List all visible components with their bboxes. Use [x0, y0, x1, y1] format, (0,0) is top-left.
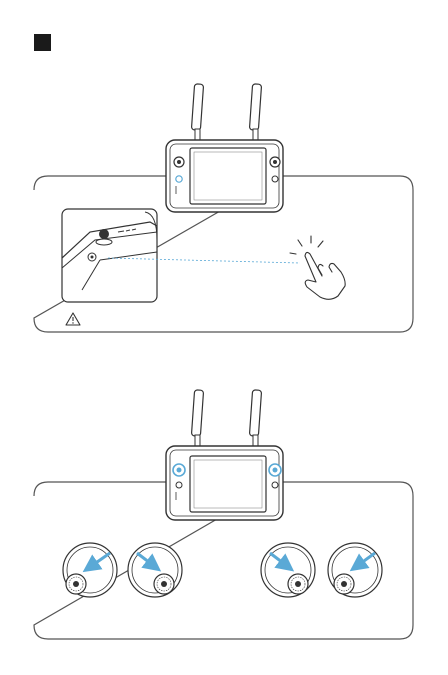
antenna-right-icon — [249, 390, 261, 447]
screen-icon — [190, 148, 266, 204]
antenna-right-icon — [249, 84, 261, 141]
controller-2 — [166, 390, 283, 520]
power-button-icon — [272, 176, 278, 182]
joystick-right-icon — [270, 157, 280, 167]
antenna-left-icon — [191, 390, 203, 447]
inset-closeup — [62, 209, 157, 302]
joystick-left-icon — [174, 157, 184, 167]
joystick-cap-4-icon — [328, 543, 382, 597]
joystick-left-highlight-icon — [173, 464, 185, 476]
function-button-highlight — [176, 176, 182, 182]
tap-hand-icon — [290, 236, 345, 299]
antenna-left-icon — [191, 84, 203, 141]
warning-triangle-icon — [66, 313, 80, 325]
joystick-cap-1-icon — [63, 543, 117, 597]
joystick-cap-2-icon — [128, 543, 182, 597]
joystick-right-highlight-icon — [269, 464, 281, 476]
joystick-cap-3-icon — [261, 543, 315, 597]
controller-1 — [166, 84, 283, 212]
screen-icon — [190, 456, 266, 512]
step-marker-square — [34, 34, 51, 51]
